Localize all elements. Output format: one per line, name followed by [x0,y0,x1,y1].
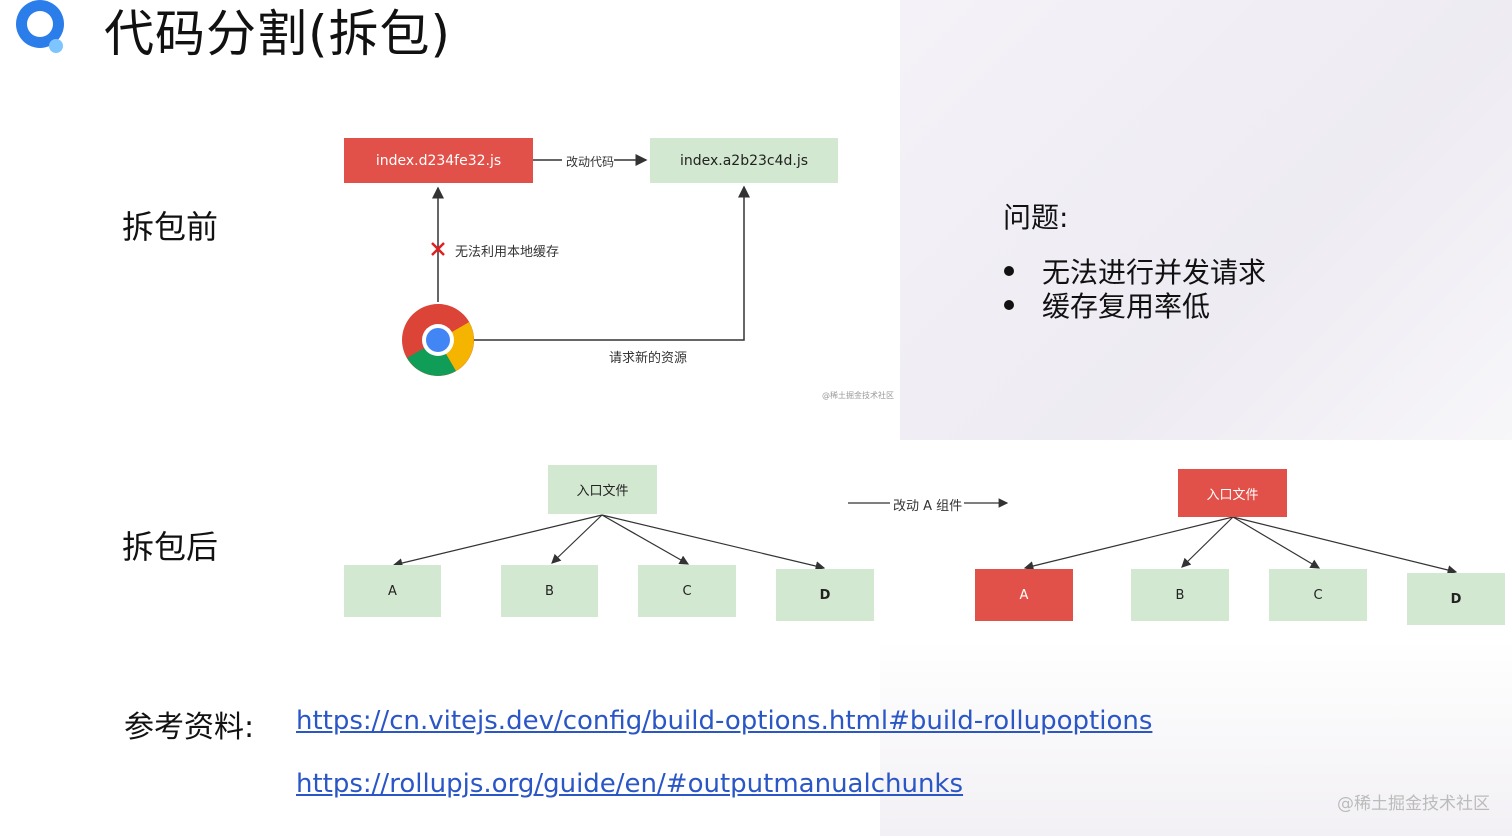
entry-box-left: 入口文件 [548,465,657,514]
references-label: 参考资料: [124,710,255,745]
old-file-box: index.d234fe32.js [344,138,533,183]
diagram-credit: @稀土掘金技术社区 [822,391,894,400]
change-a-label: 改动 A 组件 [893,499,963,514]
background-illustration-bottom [880,640,1512,836]
bullet-icon [1004,300,1014,310]
problems-heading: 问题: [1003,201,1069,234]
page-title: 代码分割(拆包) [104,5,452,63]
list-item: 缓存复用率低 [1004,288,1266,323]
module-c-left: C [638,565,736,617]
problems-list: 无法进行并发请求 缓存复用率低 [1004,254,1267,323]
footer-credit: @稀土掘金技术社区 [1337,794,1490,814]
list-item: 无法进行并发请求 [1004,254,1267,289]
module-b-left: B [501,565,598,617]
module-a-left: A [344,565,441,617]
red-x-icon [431,242,445,256]
new-file-box: index.a2b23c4d.js [650,138,838,183]
entry-box-right: 入口文件 [1178,469,1287,517]
problem-text: 缓存复用率低 [1042,290,1211,323]
bullet-icon [1004,266,1014,276]
module-b-right: B [1131,569,1229,621]
problem-text: 无法进行并发请求 [1042,256,1267,289]
module-d-right: D [1407,573,1505,625]
no-cache-label: 无法利用本地缓存 [455,245,560,260]
change-code-label: 改动代码 [566,155,615,169]
module-c-right: C [1269,569,1367,621]
reference-link-rollup[interactable]: https://rollupjs.org/guide/en/#outputman… [296,769,964,799]
background-illustration [900,0,1512,440]
before-label: 拆包前 [122,208,219,246]
module-d-left: D [776,569,874,621]
chrome-icon [402,304,474,376]
after-label: 拆包后 [122,528,219,566]
module-a-right: A [975,569,1073,621]
request-new-label: 请求新的资源 [609,351,688,366]
logo-icon [16,0,64,53]
reference-link-vite[interactable]: https://cn.vitejs.dev/config/build-optio… [296,706,1153,736]
